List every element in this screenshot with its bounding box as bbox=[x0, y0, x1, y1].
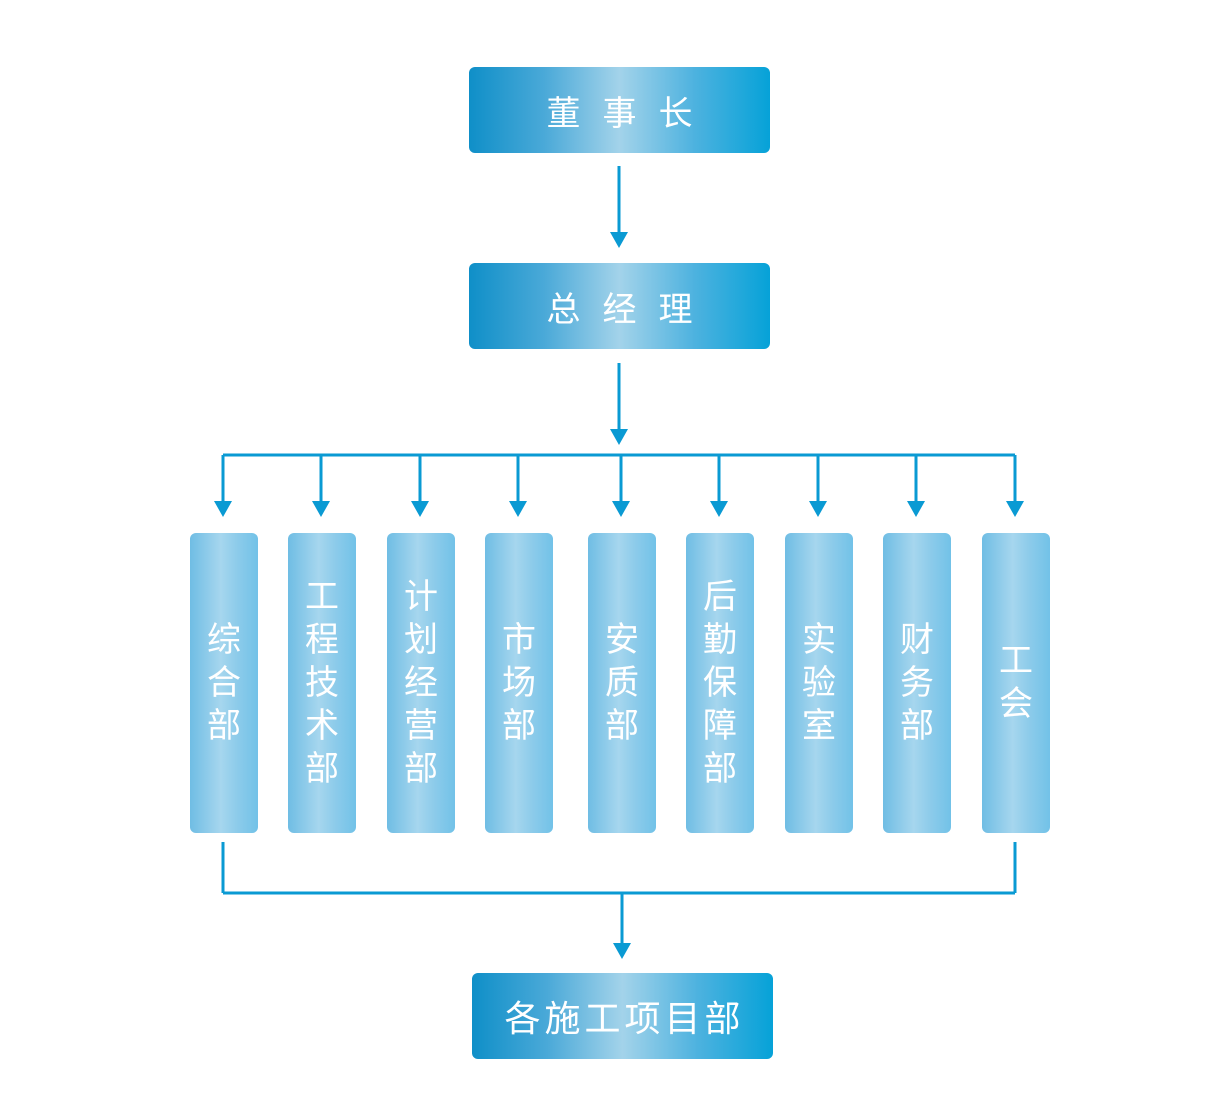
department-label-char: 术 bbox=[305, 705, 339, 746]
department-label-char: 部 bbox=[305, 748, 339, 789]
arrowhead-department bbox=[1006, 501, 1024, 517]
arrowhead-department bbox=[907, 501, 925, 517]
chairman-label: 董事长 bbox=[546, 93, 715, 134]
general-manager-node: 总经理 bbox=[469, 263, 770, 349]
department-label-char: 室 bbox=[802, 705, 836, 746]
department-label-char: 经 bbox=[404, 662, 438, 703]
arrowhead-department bbox=[509, 501, 527, 517]
department-label-char: 营 bbox=[404, 705, 438, 746]
department-node: 综合部 bbox=[190, 533, 258, 833]
department-label-char: 工 bbox=[305, 576, 339, 617]
department-label-char: 市 bbox=[502, 619, 536, 660]
department-label-char: 合 bbox=[207, 662, 241, 703]
department-label-char: 部 bbox=[404, 748, 438, 789]
department-label-char: 部 bbox=[502, 705, 536, 746]
department-node: 工程技术部 bbox=[288, 533, 356, 833]
arrowhead-gm bbox=[610, 232, 628, 248]
chairman-node: 董事长 bbox=[469, 67, 770, 153]
arrowhead-department bbox=[312, 501, 330, 517]
department-label-char: 程 bbox=[305, 619, 339, 660]
department-label-char: 保 bbox=[703, 662, 737, 703]
department-label-char: 安 bbox=[605, 619, 639, 660]
department-node: 实验室 bbox=[785, 533, 853, 833]
department-node: 工会 bbox=[982, 533, 1050, 833]
arrowhead-department bbox=[411, 501, 429, 517]
projects-node: 各施工项目部 bbox=[472, 973, 773, 1059]
department-label-char: 场 bbox=[502, 662, 536, 703]
arrowhead-projects bbox=[613, 943, 631, 959]
department-node: 财务部 bbox=[883, 533, 951, 833]
department-label-char: 部 bbox=[900, 705, 934, 746]
department-label-char: 划 bbox=[404, 619, 438, 660]
department-label-char: 工 bbox=[999, 641, 1033, 681]
arrowhead-department bbox=[710, 501, 728, 517]
arrowhead-department bbox=[612, 501, 630, 517]
department-label-char: 部 bbox=[703, 748, 737, 789]
projects-label: 各施工项目部 bbox=[504, 999, 745, 1040]
department-label-char: 财 bbox=[900, 619, 934, 660]
department-node: 后勤保障部 bbox=[686, 533, 754, 833]
arrowhead-department bbox=[809, 501, 827, 517]
department-label-char: 务 bbox=[900, 662, 934, 703]
department-node: 市场部 bbox=[485, 533, 553, 833]
department-label-char: 计 bbox=[404, 576, 438, 617]
department-label-char: 障 bbox=[703, 705, 737, 746]
department-label-char: 综 bbox=[207, 619, 241, 660]
department-label-char: 会 bbox=[999, 684, 1033, 724]
department-node: 安质部 bbox=[588, 533, 656, 833]
department-label-char: 实 bbox=[802, 619, 836, 660]
department-label-char: 后 bbox=[703, 576, 737, 617]
department-label-char: 勤 bbox=[703, 619, 737, 660]
department-label-char: 部 bbox=[207, 705, 241, 746]
arrowhead-department bbox=[214, 501, 232, 517]
arrowhead-bus bbox=[610, 429, 628, 445]
department-label-char: 技 bbox=[305, 662, 339, 703]
department-label-char: 部 bbox=[605, 705, 639, 746]
department-label-char: 质 bbox=[605, 662, 639, 703]
department-node: 计划经营部 bbox=[387, 533, 455, 833]
department-label-char: 验 bbox=[802, 662, 836, 703]
general-manager-label: 总经理 bbox=[546, 289, 715, 330]
